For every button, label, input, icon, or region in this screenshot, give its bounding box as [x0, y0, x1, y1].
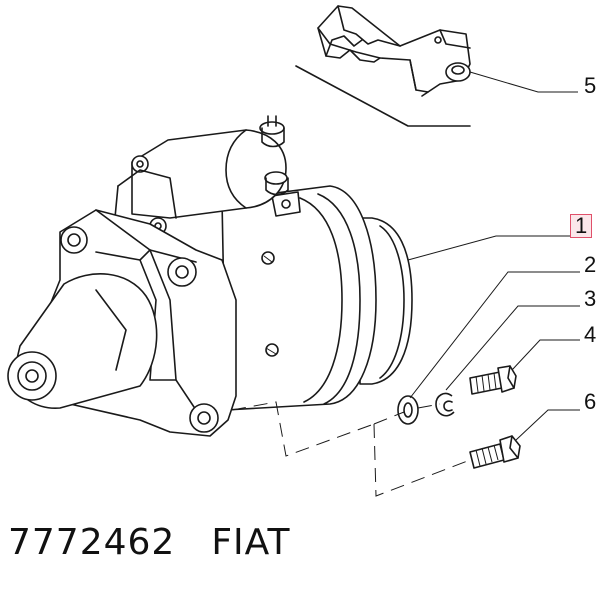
- leader-2: [409, 271, 580, 399]
- leader-5: [469, 71, 578, 93]
- callout-4: 4: [584, 322, 597, 347]
- part-number: 7772462: [8, 522, 176, 563]
- callout-6: 6: [584, 389, 597, 414]
- brand-name: FIAT: [211, 522, 291, 563]
- leader-6: [515, 409, 580, 441]
- bolt-part-4: [469, 365, 517, 395]
- leader-3: [445, 305, 580, 391]
- leader-4: [511, 339, 580, 371]
- washer-part-2: [397, 395, 419, 425]
- assembly-guide-lines: [231, 401, 471, 497]
- callout-5: 5: [584, 73, 597, 98]
- callout-3: 3: [584, 286, 597, 311]
- bracket-part-5: [317, 5, 471, 97]
- leader-1: [407, 235, 574, 261]
- callout-2: 2: [584, 252, 597, 277]
- callout-1: 1: [570, 214, 593, 238]
- part-caption: 7772462 FIAT: [8, 522, 291, 563]
- leader-lines: [407, 71, 580, 441]
- spring-washer-part-3: [435, 392, 455, 417]
- bracket-reference-line: [295, 65, 471, 127]
- starter-motor-part-1: [7, 115, 413, 437]
- bolt-part-6: [469, 435, 521, 469]
